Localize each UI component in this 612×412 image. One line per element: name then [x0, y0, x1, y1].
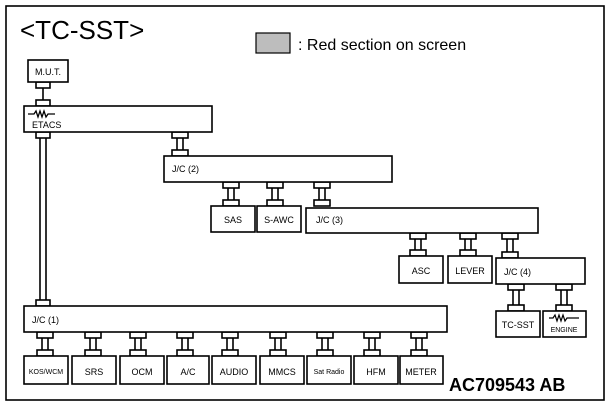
node-mut-label: M.U.T. [35, 67, 61, 77]
node-ocm-label: OCM [132, 367, 153, 377]
node-hfm[interactable]: HFM [353, 355, 399, 385]
node-sawc-label: S-AWC [264, 215, 294, 225]
node-sawc[interactable]: S-AWC [256, 205, 302, 233]
jc2-branch-links [222, 181, 331, 207]
node-kos-wcm-label: KOS/WCM [29, 369, 63, 376]
node-sas[interactable]: SAS [210, 205, 256, 233]
node-etacs[interactable]: ETACS [23, 105, 213, 133]
jc4-branch-links [507, 283, 573, 312]
node-engine-label: ENGINE [551, 327, 578, 334]
node-jc4-label: J/C (4) [504, 267, 531, 277]
legend-swatch [255, 32, 291, 54]
node-mmcs[interactable]: MMCS [259, 355, 305, 385]
node-asc-label: ASC [412, 266, 431, 276]
node-kos-wcm[interactable]: KOS/WCM [23, 355, 69, 385]
resistor-icon [28, 108, 55, 120]
node-jc3[interactable]: J/C (3) [305, 207, 539, 234]
jc3-branch-links [409, 232, 519, 259]
node-ac-label: A/C [180, 367, 196, 377]
node-sat-radio-label: Sat Radio [314, 369, 345, 376]
node-jc1[interactable]: J/C (1) [23, 305, 448, 333]
connector [35, 99, 51, 107]
connector [35, 299, 51, 307]
node-engine[interactable]: ENGINE [542, 310, 587, 338]
node-ac[interactable]: A/C [166, 355, 210, 385]
node-jc2[interactable]: J/C (2) [163, 155, 393, 183]
resistor-icon [549, 313, 579, 323]
jc1-branch-links [36, 331, 428, 357]
connector [171, 131, 189, 139]
node-tcsst-label: TC-SST [502, 320, 535, 330]
node-tcsst[interactable]: TC-SST [495, 310, 541, 338]
node-audio-label: AUDIO [220, 367, 249, 377]
node-mut[interactable]: M.U.T. [27, 59, 69, 83]
node-meter-label: METER [405, 367, 437, 377]
node-jc2-label: J/C (2) [172, 164, 199, 174]
node-meter[interactable]: METER [399, 355, 444, 385]
legend-text: : Red section on screen [298, 37, 466, 54]
connector [35, 81, 51, 89]
node-sat-radio[interactable]: Sat Radio [306, 355, 352, 385]
node-ocm[interactable]: OCM [119, 355, 165, 385]
node-hfm-label: HFM [366, 367, 386, 377]
node-lever-label: LEVER [455, 266, 485, 276]
node-lever[interactable]: LEVER [447, 255, 493, 284]
diagram-frame [5, 5, 605, 401]
node-sas-label: SAS [224, 215, 242, 225]
figure-id: AC709543 AB [449, 375, 565, 395]
node-mmcs-label: MMCS [268, 367, 296, 377]
node-audio[interactable]: AUDIO [211, 355, 257, 385]
node-jc3-label: J/C (3) [316, 215, 343, 225]
node-jc1-label: J/C (1) [32, 315, 59, 325]
diagram-title: <TC-SST> [20, 15, 144, 45]
node-srs[interactable]: SRS [71, 355, 117, 385]
node-srs-label: SRS [85, 367, 104, 377]
connector [35, 131, 51, 139]
connector [171, 149, 189, 157]
node-jc4[interactable]: J/C (4) [495, 257, 586, 285]
node-asc[interactable]: ASC [398, 255, 444, 284]
node-etacs-label: ETACS [32, 120, 61, 130]
